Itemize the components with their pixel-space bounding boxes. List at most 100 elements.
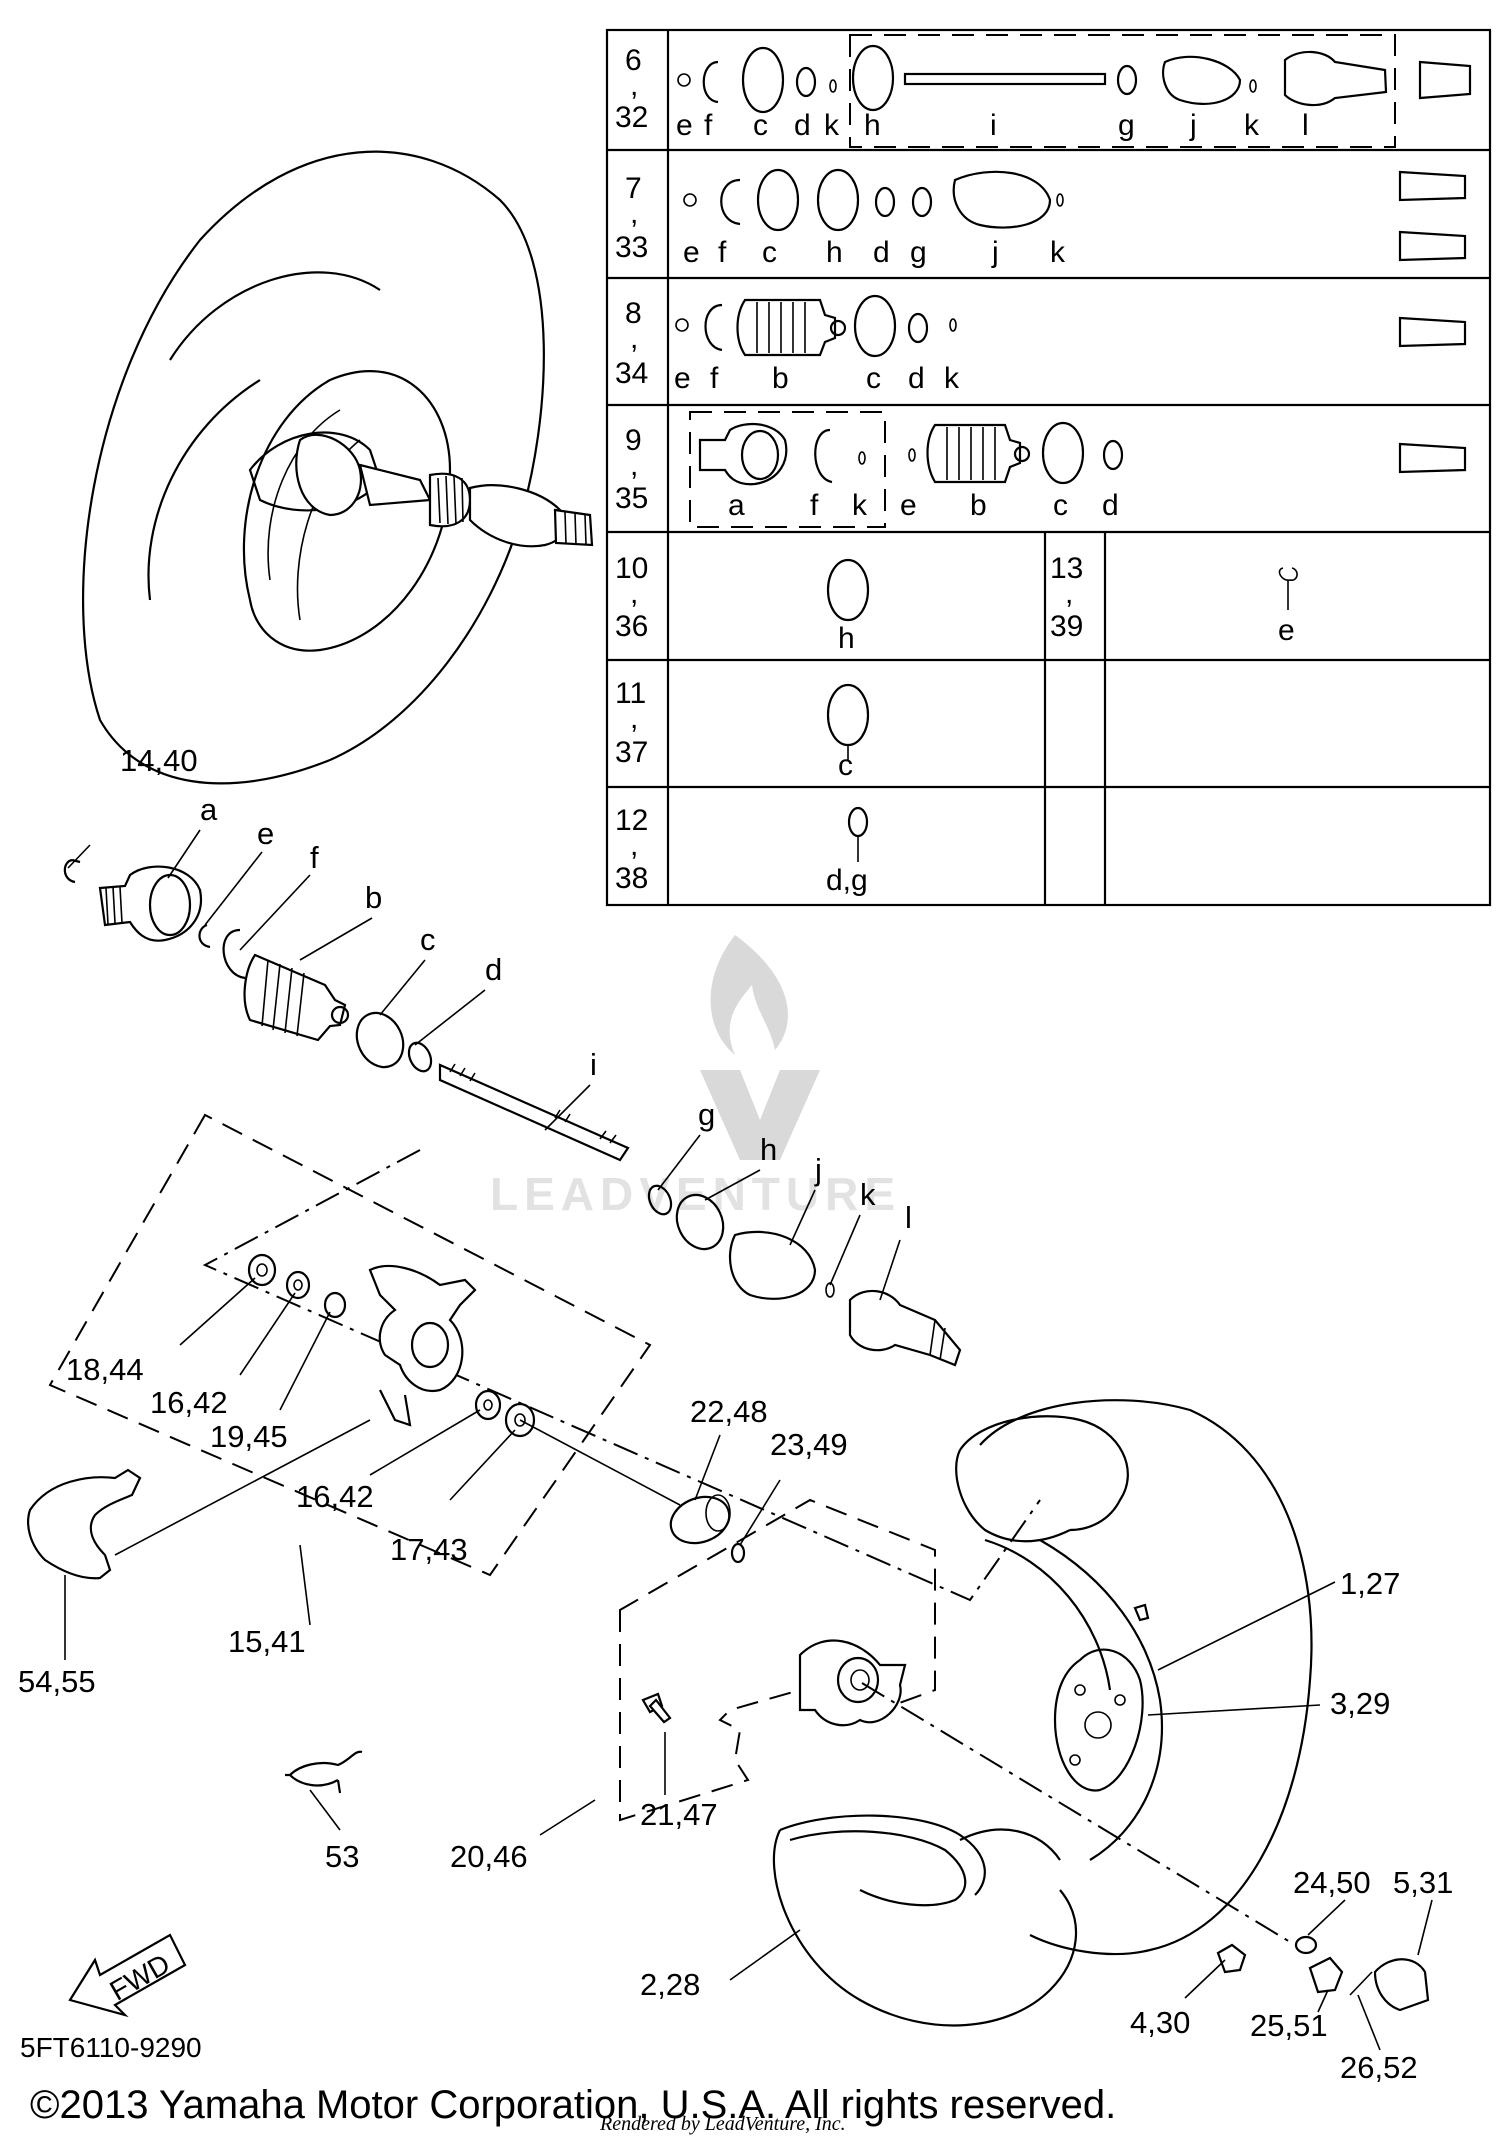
callout-16-42-lower: 16,42	[296, 1479, 374, 1514]
callout-i: i	[590, 1047, 597, 1082]
row6-part-icons	[826, 683, 870, 760]
callout-g: g	[698, 1097, 715, 1132]
row6-num-top: 11	[615, 677, 646, 710]
callout-19-45: 19,45	[210, 1419, 288, 1454]
row2-letter-5: d	[873, 236, 890, 269]
row3-letter-4: c	[866, 362, 881, 395]
axle-hardware	[1216, 1935, 1430, 2012]
row2-letter-3: c	[762, 236, 777, 269]
row7-num-top: 12	[615, 804, 648, 837]
row2-letter-7: j	[991, 236, 999, 269]
row4-letter-7: d	[1102, 489, 1119, 522]
row5-num2-comma: ,	[1065, 577, 1073, 610]
diagram-code: 5FT6110-9290	[20, 2032, 202, 2063]
row5-letter-2: e	[1278, 614, 1295, 647]
row3-part-icons	[675, 294, 1467, 358]
row1-letter-7: i	[990, 109, 997, 142]
row6-comma: ,	[630, 702, 638, 735]
axle-centerline	[861, 1682, 1296, 1946]
kit-table: 6 , 32 7 , 33 8 , 34 9 , 35 10 , 36 13 ,…	[605, 28, 1492, 907]
row4-comma: ,	[630, 449, 638, 482]
callout-h: h	[760, 1132, 777, 1167]
exploded-driveshaft	[63, 858, 962, 1367]
callout-c: c	[420, 922, 436, 957]
watermark-text: LEADVENTURE	[490, 1168, 901, 1220]
callout-24-50: 24,50	[1293, 1865, 1371, 1900]
row3-letter-5: d	[908, 362, 925, 395]
callout-15-41: 15,41	[228, 1624, 306, 1659]
callout-f: f	[310, 840, 319, 875]
rendered-by-notice: Rendered by LeadVenture, Inc.	[599, 2113, 846, 2135]
row2-letter-4: h	[826, 236, 843, 269]
callout-l: l	[905, 1200, 912, 1235]
row2-letter-2: f	[718, 236, 727, 269]
callout-23-49: 23,49	[770, 1427, 848, 1462]
row1-comma: ,	[630, 69, 638, 102]
row1-letter-9: j	[1189, 109, 1197, 142]
row3-num-top: 8	[625, 297, 642, 330]
copyright-notice: ©2013 Yamaha Motor Corporation, U.S.A. A…	[30, 2083, 1116, 2127]
callout-20-46: 20,46	[450, 1839, 528, 1874]
callout-3-29: 3,29	[1330, 1686, 1390, 1721]
row2-letter-8: k	[1050, 236, 1066, 269]
row4-letter-3: k	[852, 489, 868, 522]
callout-leader-lines	[64, 829, 1433, 2051]
hub-assembly	[619, 1498, 936, 1822]
row1-letter-4: d	[794, 109, 811, 142]
callout-18-44: 18,44	[66, 1352, 144, 1387]
leader-knuckle-guard	[114, 1419, 371, 1556]
row5-letter-1: h	[838, 622, 855, 655]
row2-num-bot: 33	[615, 231, 648, 264]
callout-k: k	[860, 1177, 876, 1212]
row3-letter-1: e	[674, 362, 691, 395]
row7-comma: ,	[630, 829, 638, 862]
row4-num-top: 9	[625, 424, 642, 457]
callout-54-55: 54,55	[18, 1664, 96, 1699]
callout-j: j	[814, 1152, 822, 1187]
callout-d: d	[485, 952, 502, 987]
row7-letter-1: d,g	[826, 864, 868, 897]
knuckle-and-bearings	[247, 1253, 746, 1564]
row6-num-bot: 37	[615, 736, 648, 769]
row2-part-icons	[683, 168, 1467, 262]
callout-4-30: 4,30	[1130, 2005, 1190, 2040]
callout-21-47: 21,47	[640, 1797, 718, 1832]
row5-num-top: 10	[615, 552, 648, 585]
row4-letter-6: c	[1053, 489, 1068, 522]
row4-part-icons	[689, 411, 1467, 528]
callout-22-48: 22,48	[690, 1394, 768, 1429]
row1-letter-11: l	[1302, 109, 1309, 142]
callout-1-27: 1,27	[1340, 1566, 1400, 1601]
assembly-box-driveshaft	[202, 1149, 1041, 1602]
leadventure-watermark: LEADVENTURE	[490, 935, 901, 1220]
row5-part-icons	[826, 558, 1298, 622]
callout-b: b	[365, 880, 382, 915]
row1-num-bot: 32	[615, 101, 648, 134]
row5-comma: ,	[630, 577, 638, 610]
row4-letter-5: b	[970, 489, 987, 522]
row1-letter-2: f	[704, 109, 713, 142]
row2-num-top: 7	[625, 172, 642, 205]
callout-26-52: 26,52	[1340, 2050, 1418, 2085]
row3-comma: ,	[630, 322, 638, 355]
callout-14-40: 14,40	[120, 743, 198, 778]
callout-2-28: 2,28	[640, 1967, 700, 2002]
row3-letter-2: f	[710, 362, 719, 395]
row7-part-icons	[847, 806, 869, 862]
bottom-wheel-illustration	[772, 1399, 1313, 2027]
row5-num2-bot: 39	[1050, 610, 1083, 643]
row4-letter-4: e	[900, 489, 917, 522]
fwd-arrow-icon: FWD	[68, 1933, 187, 2018]
callout-a: a	[200, 792, 218, 827]
guard-54-55	[27, 1468, 142, 1580]
row1-part-icons	[677, 34, 1472, 148]
row3-num-bot: 34	[615, 357, 648, 390]
callout-53: 53	[325, 1839, 359, 1874]
row1-letter-8: g	[1118, 109, 1135, 142]
row1-letter-10: k	[1244, 109, 1260, 142]
row4-letter-1: a	[728, 489, 745, 522]
row1-letter-3: c	[753, 109, 768, 142]
row1-letter-6: h	[864, 109, 881, 142]
row5-num2-top: 13	[1050, 552, 1083, 585]
